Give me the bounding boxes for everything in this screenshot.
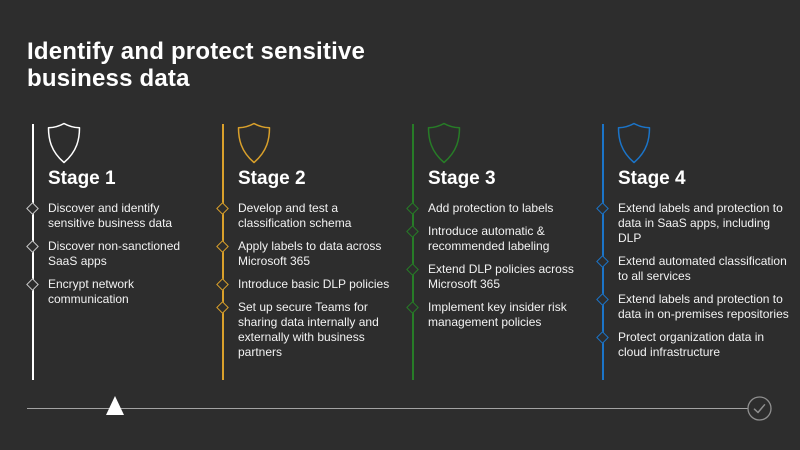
shield-icon <box>426 122 462 164</box>
bullet-item: Implement key insider risk management po… <box>428 300 567 329</box>
bullet-item: Develop and test a classification schema <box>238 201 352 230</box>
stage-column-2: Stage 2 Develop and test a classification… <box>216 120 412 385</box>
stage-label: Stage 1 <box>48 168 116 189</box>
diamond-marker-icon <box>26 239 40 253</box>
bullet-item: Apply labels to data across Microsoft 36… <box>238 239 382 268</box>
bullet-list: Extend labels and protection to data in … <box>618 201 792 368</box>
shield-icon <box>46 122 82 164</box>
bullet-item: Set up secure Teams for sharing data int… <box>238 300 379 359</box>
stages-container: Stage 1 Discover and identify sensitive b… <box>0 120 800 390</box>
stage-column-1: Stage 1 Discover and identify sensitive b… <box>26 120 222 385</box>
bullet-item: Protect organization data in cloud infra… <box>618 330 765 359</box>
triangle-up-icon <box>106 396 124 415</box>
diamond-marker-icon <box>26 201 40 215</box>
bullet-list: Discover and identify sensitive business… <box>48 201 208 315</box>
bullet-item: Discover and identify sensitive business… <box>48 201 173 230</box>
stage-label: Stage 3 <box>428 168 496 189</box>
page-title: Identify and protect sensitive business … <box>27 38 366 92</box>
bullet-item: Discover non-sanctioned SaaS apps <box>48 239 181 268</box>
diamond-marker-icon <box>26 277 40 291</box>
bullet-list: Develop and test a classification schema… <box>238 201 398 368</box>
bullet-item: Extend automated classification to all s… <box>618 254 787 283</box>
bullet-item: Extend labels and protection to data in … <box>618 292 789 321</box>
stage-label: Stage 2 <box>238 168 306 189</box>
stage-label: Stage 4 <box>618 168 686 189</box>
stage-column-4: Stage 4 Extend labels and protection to d… <box>596 120 792 385</box>
bullet-item: Add protection to labels <box>428 201 554 215</box>
stage-vertical-line <box>412 124 414 380</box>
bullet-item: Encrypt network communication <box>48 277 135 306</box>
check-circle-icon <box>747 396 772 421</box>
timeline-line <box>27 408 748 409</box>
bullet-item: Extend DLP policies across Microsoft 365 <box>428 262 574 291</box>
shield-icon <box>616 122 652 164</box>
stage-vertical-line <box>602 124 604 380</box>
bullet-item: Introduce automatic & recommended labeli… <box>428 224 550 253</box>
bullet-item: Extend labels and protection to data in … <box>618 201 783 245</box>
bullet-item: Introduce basic DLP policies <box>238 277 390 291</box>
shield-icon <box>236 122 272 164</box>
